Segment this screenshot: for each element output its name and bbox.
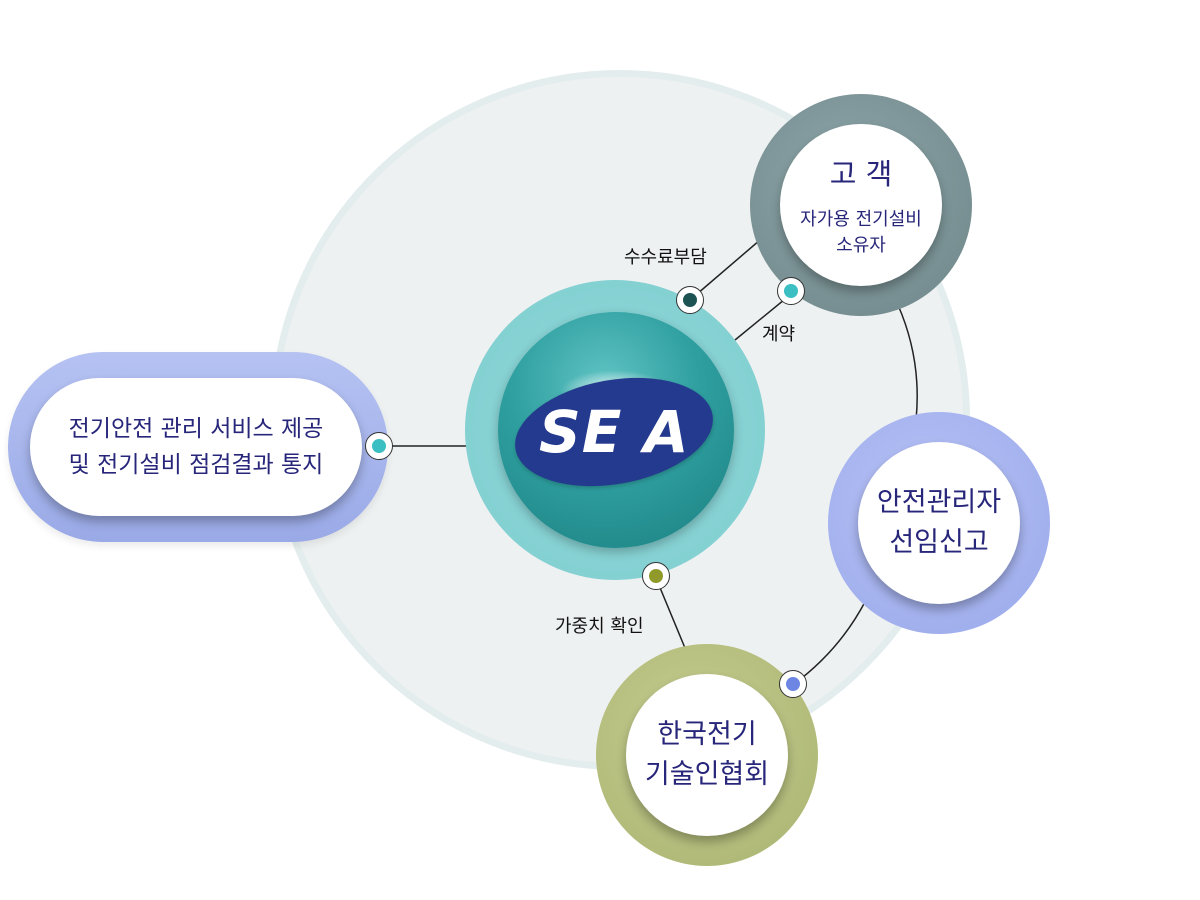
dot-weight [642, 562, 670, 590]
service-inner: 전기안전 관리 서비스 제공 및 전기설비 점검결과 통지 [30, 378, 362, 516]
logo-text: SE A [538, 398, 690, 467]
customer-title: 고 객 [829, 157, 893, 191]
dot-contract [777, 277, 805, 305]
line-fee [689, 239, 761, 301]
manager-node: 안전관리자 선임신고 [828, 412, 1050, 634]
label-fee: 수수료부담 [624, 247, 707, 268]
dot-service-fill [372, 439, 386, 453]
customer-inner: 고 객 자가용 전기설비 소유자 [780, 124, 942, 286]
line-customer-manager [897, 304, 918, 421]
dot-fee [676, 286, 704, 314]
customer-subtitle-2: 소유자 [836, 235, 886, 256]
association-inner: 한국전기 기술인협회 [626, 674, 788, 836]
dot-fee-fill [683, 293, 697, 307]
line-weight [655, 577, 686, 649]
service-line-2: 및 전기설비 점검결과 통지 [68, 452, 324, 478]
dot-weight-fill [649, 569, 663, 583]
customer-subtitle-1: 자가용 전기설비 [800, 209, 922, 230]
label-weight: 가중치 확인 [555, 616, 644, 637]
manager-line-2: 선임신고 [889, 527, 989, 558]
association-line-1: 한국전기 [657, 719, 757, 750]
dot-manager [779, 670, 807, 698]
label-contract: 계약 [762, 324, 796, 345]
dot-manager-fill [786, 677, 800, 691]
line-manager-association [793, 599, 867, 685]
service-line-1: 전기안전 관리 서비스 제공 [68, 416, 324, 442]
manager-line-1: 안전관리자 [876, 487, 1002, 518]
line-contract [734, 294, 791, 341]
dot-contract-fill [784, 284, 798, 298]
manager-inner: 안전관리자 선임신고 [858, 442, 1020, 604]
dot-service [365, 432, 393, 460]
association-line-2: 기술인협회 [644, 759, 770, 790]
